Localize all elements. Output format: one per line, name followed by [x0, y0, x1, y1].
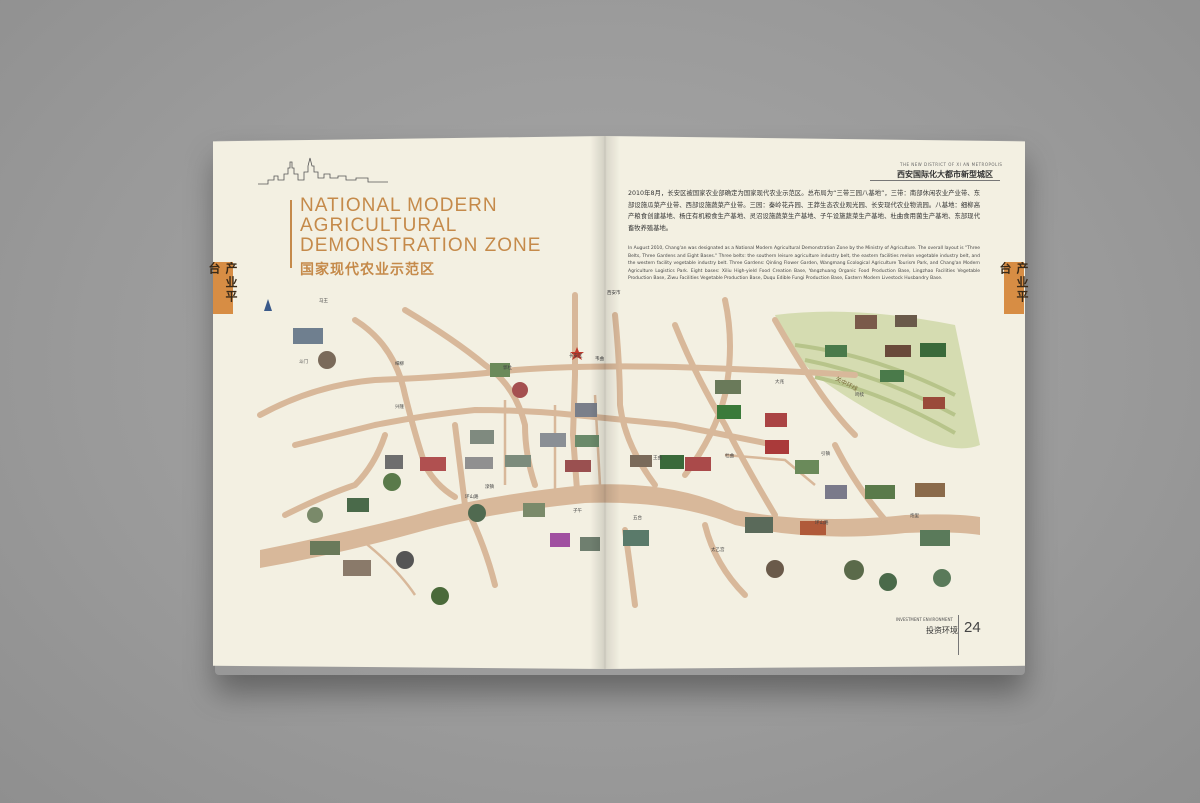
page-title: NATIONAL MODERN AGRICULTURAL DEMONSTRATI… — [300, 196, 541, 256]
map-label-dazhao: 大兆 — [775, 378, 784, 385]
map-label-luanzhen: 滦镇 — [485, 483, 494, 490]
skyline-illustration — [258, 157, 388, 185]
side-tab-left: 产业平台 — [207, 262, 238, 314]
map-label-xiliu: 细柳 — [395, 360, 404, 367]
map-label-doumen: 斗门 — [299, 358, 308, 365]
map-label-wangqu: 王曲 — [653, 454, 662, 461]
map-label-weiqu: 韦曲 — [595, 355, 604, 362]
map-label-taiyigong: 太乙宫 — [711, 546, 725, 553]
map-label-xian: 西安市 — [607, 289, 621, 296]
map-label-mawang: 马王 — [319, 297, 328, 304]
side-tab-right: 产业平台 — [998, 262, 1029, 314]
title-line-1: NATIONAL MODERN — [300, 195, 498, 216]
title-accent-bar — [290, 200, 292, 268]
body-text-english: In August 2010, Chang'an was designated … — [628, 246, 980, 282]
map-label-mingdu: 鸣犊 — [855, 391, 864, 398]
page-number: 24 — [964, 619, 981, 636]
map-label-highway-east: 环山路 — [815, 519, 829, 526]
map-label-yinzhen: 引镇 — [821, 450, 830, 457]
header-rule — [870, 180, 1000, 181]
side-tab-right-label: 产业平台 — [998, 262, 1029, 304]
map-label-highway: 环山路 — [465, 493, 479, 500]
title-line-2: AGRICULTURAL — [300, 215, 458, 236]
footer-english: INVESTMENT ENVIRONMENT — [896, 617, 953, 622]
side-tab-left-label: 产业平台 — [207, 262, 238, 304]
changan-star — [570, 347, 584, 360]
north-arrow — [264, 299, 272, 311]
map-label-ziwu: 子午 — [573, 507, 582, 514]
main-road-band — [260, 484, 980, 568]
agriculture-zone-map: 西安市 长安区 马王 斗门 细柳 郭杜 韦曲 兴隆 引镇 大兆 杜曲 王曲 子午… — [257, 289, 980, 608]
body-text-chinese: 2010年8月，长安区被国家农业部确定为国家现代农业示范区。总布局为“三带三园八… — [628, 190, 980, 232]
photo-thumbnails — [293, 315, 951, 605]
footer-chinese: 投资环境 — [926, 626, 958, 635]
map-label-changan: 长安区 — [569, 352, 583, 359]
map-label-duqu: 杜曲 — [725, 452, 734, 459]
map-label-wutai: 五台 — [633, 514, 642, 521]
footer-divider — [958, 615, 959, 655]
header-english: THE NEW DISTRICT OF XI AN METROPOLIS — [900, 162, 1003, 167]
map-label-guodu: 郭杜 — [503, 364, 512, 371]
header-chinese: 西安国际化大都市新型城区 — [897, 170, 993, 179]
map-label-xinglong: 兴隆 — [395, 403, 404, 410]
map-label-paoli: 炮里 — [910, 512, 919, 519]
title-line-3: DEMONSTRATION ZONE — [300, 235, 542, 256]
page-title-chinese: 国家现代农业示范区 — [300, 262, 435, 278]
